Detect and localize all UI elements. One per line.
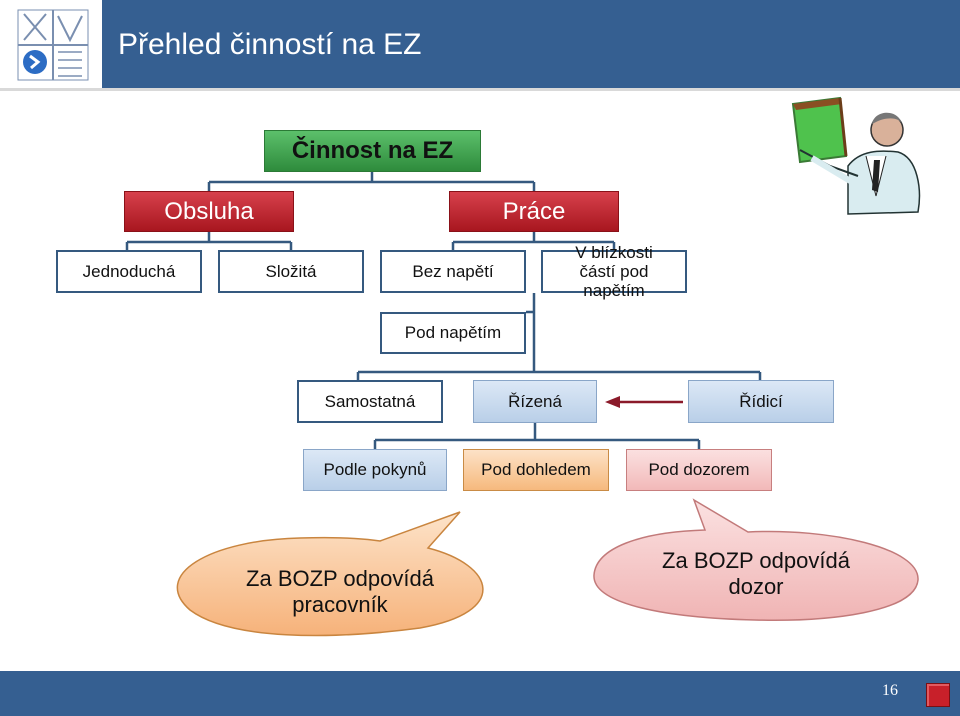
callout-left-bubble: [176, 511, 484, 637]
header-divider: [0, 88, 960, 91]
callout-right-bubble: [593, 498, 919, 621]
node-podle-pokynu: Podle pokynů: [303, 449, 447, 491]
title-bar: [102, 0, 960, 88]
node-obsluha: Obsluha: [124, 191, 294, 232]
node-slozita: Složitá: [218, 250, 364, 293]
node-samostatna: Samostatná: [297, 380, 443, 423]
callout-left-text: Za BOZP odpovídá pracovník: [246, 566, 434, 617]
next-slide-button[interactable]: [926, 683, 950, 707]
page-title: Přehled činností na EZ: [118, 28, 422, 61]
node-ridici: Řídicí: [688, 380, 834, 423]
logo: [0, 0, 102, 88]
page-number: 16: [882, 682, 898, 699]
node-bez-napeti: Bez napětí: [380, 250, 526, 293]
node-rizena: Řízená: [473, 380, 597, 423]
node-prace: Práce: [449, 191, 619, 232]
direction-arrow: [605, 396, 683, 408]
node-pod-napetim: Pod napětím: [380, 312, 526, 354]
university-logo-icon: [17, 9, 89, 81]
node-pod-dohledem: Pod dohledem: [463, 449, 609, 491]
node-pod-dozorem: Pod dozorem: [626, 449, 772, 491]
callout-right-text: Za BOZP odpovídá dozor: [662, 548, 850, 599]
node-root: Činnost na EZ: [264, 130, 481, 172]
footer-bar: [0, 671, 960, 716]
node-jednoducha: Jednoduchá: [56, 250, 202, 293]
